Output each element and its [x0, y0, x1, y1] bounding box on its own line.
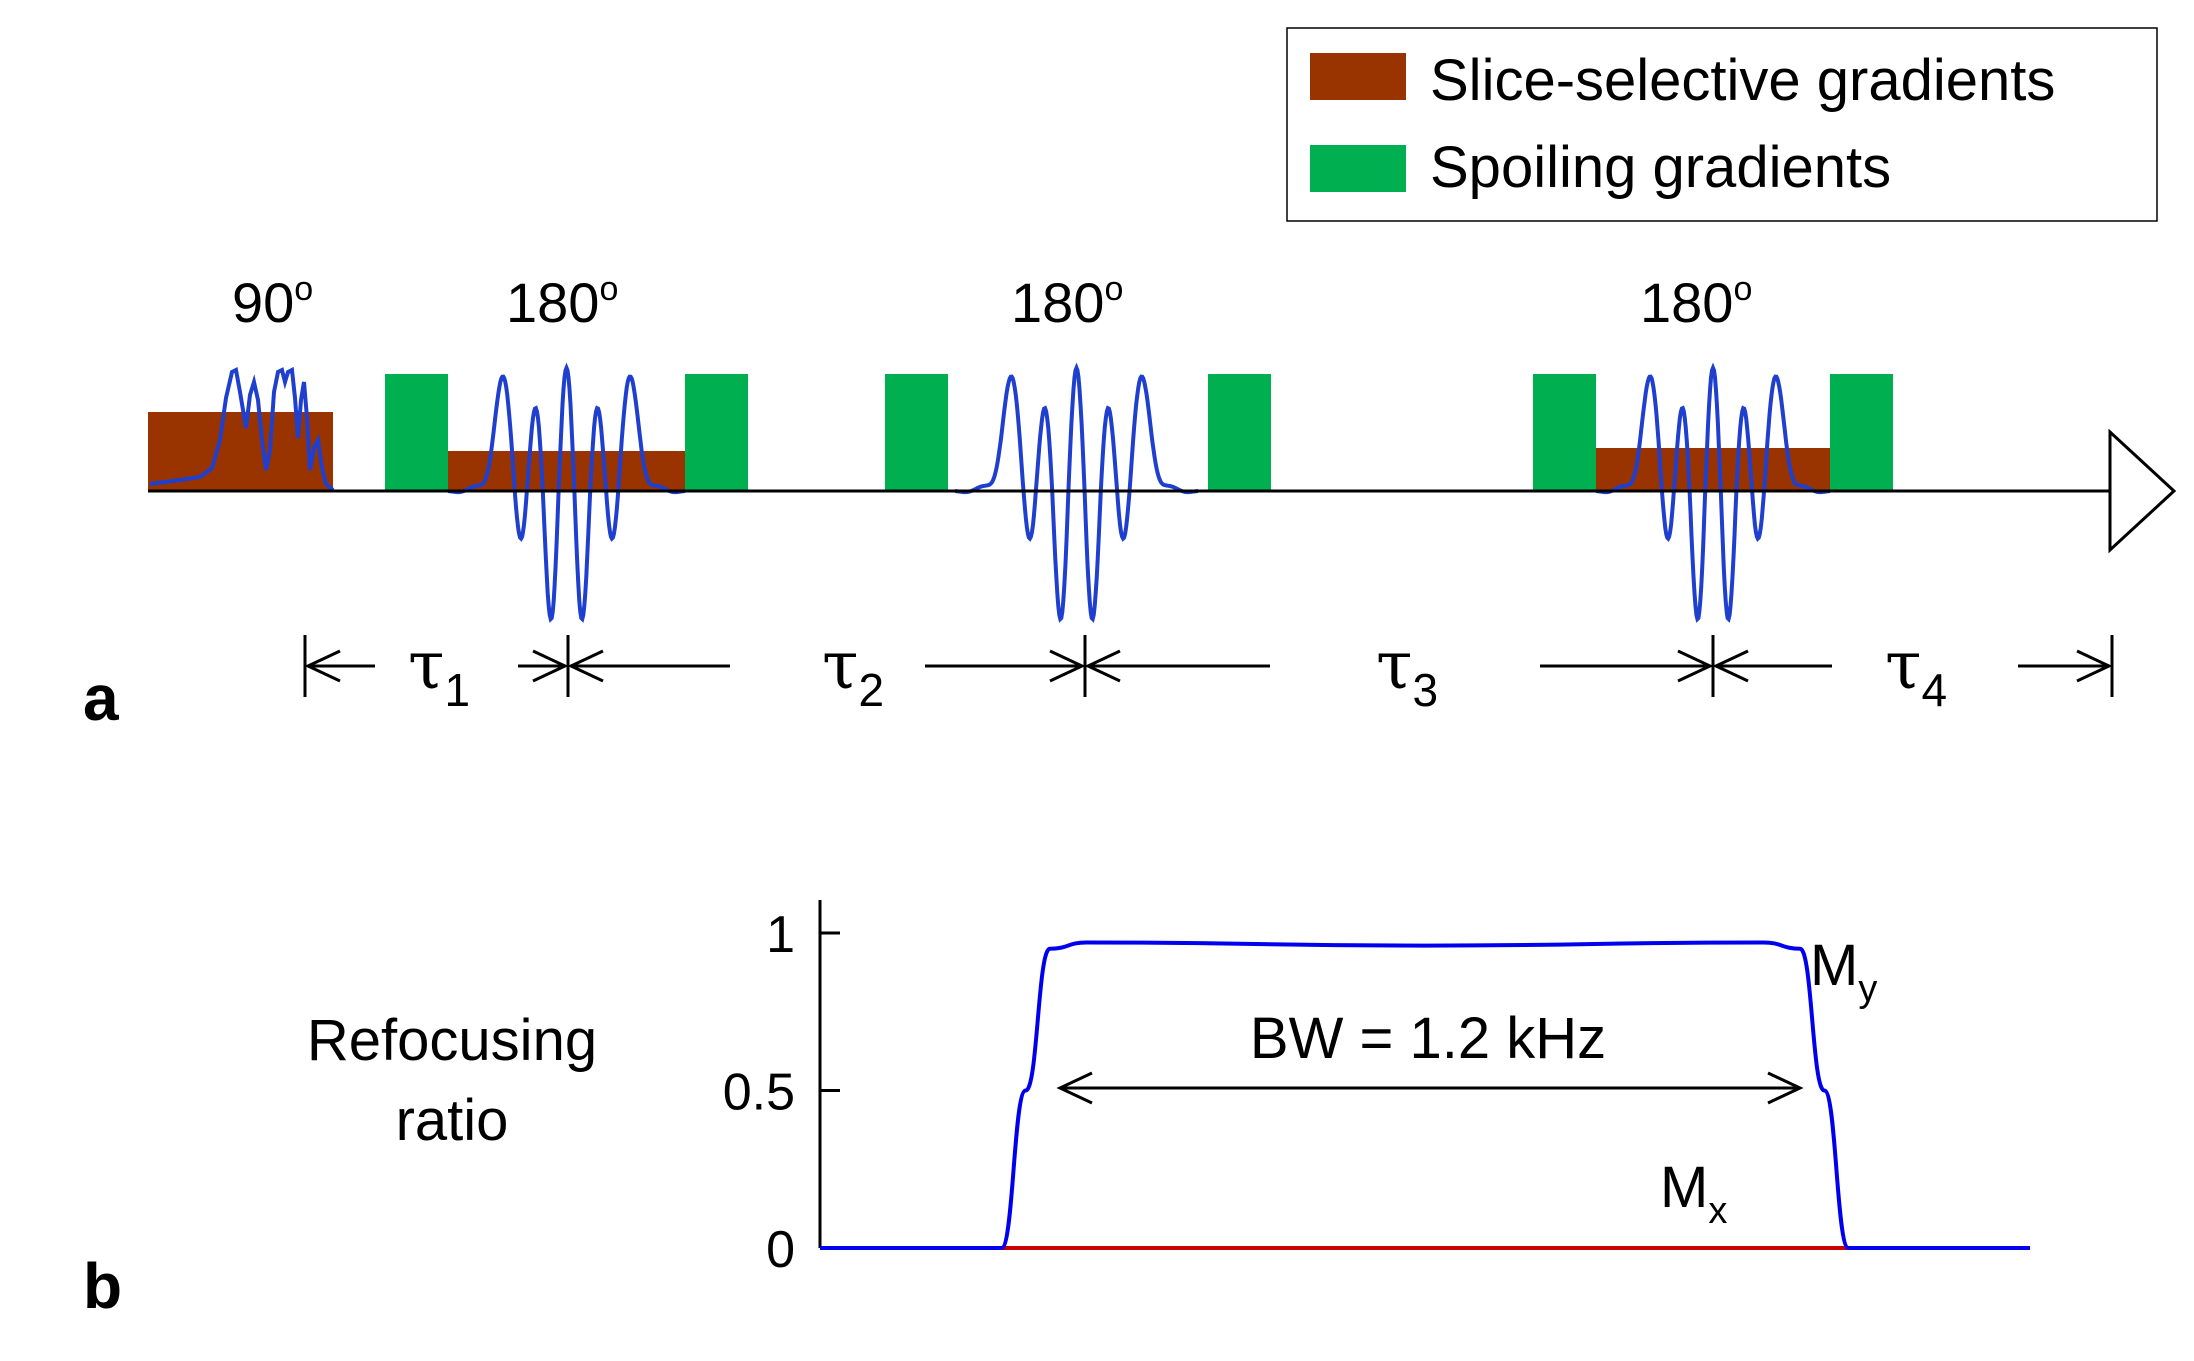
pulse-label-180-1: 180o: [506, 270, 618, 334]
y-tick-label-0: 0: [766, 1221, 795, 1279]
y-tick-label-0.5: 0.5: [723, 1064, 795, 1122]
series-layer: [819, 940, 2030, 1251]
legend-label-slice: Slice-selective gradients: [1430, 48, 2055, 113]
legend-label-spoil: Spoiling gradients: [1430, 135, 1891, 200]
spoil-gradient-1a: [385, 374, 448, 491]
tau1-label: τ1: [408, 627, 470, 716]
legend-frame: [1286, 27, 2158, 222]
bandwidth-label: BW = 1.2 kHz: [1250, 1006, 1606, 1071]
my-label: My: [1810, 933, 1877, 1010]
spoil-gradient-3b: [1830, 374, 1893, 491]
mx-label: Mx: [1660, 1155, 1727, 1232]
tau3-label: τ3: [1376, 627, 1438, 716]
spoil-gradient-2a: [885, 374, 948, 491]
rf-pulse-180-1: [447, 362, 686, 623]
bandwidth-arrow: [1056, 1071, 1804, 1105]
pulse-label-180-3: 180o: [1640, 270, 1752, 334]
interval-markers: [303, 635, 2114, 697]
panel-b-label: b: [83, 1250, 122, 1322]
spoil-gradient-2b: [1208, 374, 1271, 491]
slice-gradient-90: [148, 412, 333, 491]
y-axis-title-line2: ratio: [396, 1088, 509, 1153]
legend-swatch-spoil: [1310, 145, 1406, 192]
rf-waveforms: [149, 362, 1831, 623]
panel-a-label: a: [83, 662, 119, 734]
rf-pulse-90: [149, 366, 335, 492]
legend-swatch-slice: [1310, 53, 1406, 100]
pulse-label-180-2: 180o: [1011, 270, 1123, 334]
y-tick-label-1: 1: [766, 906, 795, 964]
tau4-label: τ4: [1885, 627, 1947, 716]
y-axis-title-line1: Refocusing: [307, 1008, 597, 1073]
gradient-blocks: [148, 374, 1893, 491]
time-axis-arrowhead: [2108, 428, 2177, 554]
series-line-my: [819, 940, 2030, 1251]
pulse-label-90: 90o: [232, 270, 313, 334]
rf-pulse-180-3: [1595, 362, 1831, 623]
rf-pulse-180-2: [954, 362, 1199, 623]
tau2-label: τ2: [822, 627, 884, 716]
panel-a: a 90o 180o 180o 180o: [83, 270, 2177, 734]
legend: Slice-selective gradients Spoiling gradi…: [1286, 27, 2158, 222]
panel-b: b Refocusing ratio 1 0.5 0 BW = 1.2 kHz …: [83, 900, 2030, 1322]
spoil-gradient-1b: [685, 374, 748, 491]
spoil-gradient-3a: [1533, 374, 1596, 491]
